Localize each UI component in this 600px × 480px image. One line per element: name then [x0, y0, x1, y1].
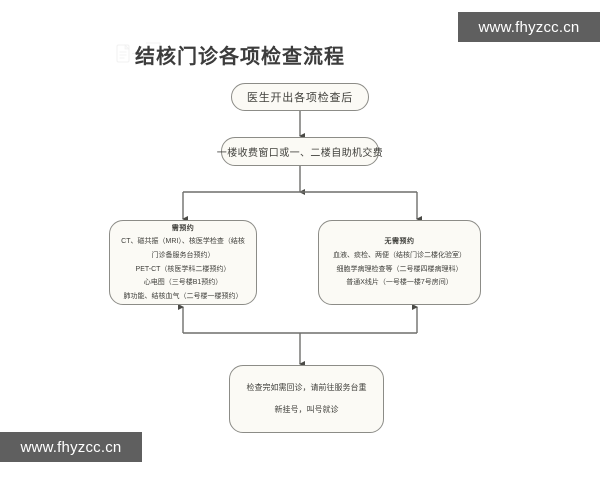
node-no-appointment-heading: 无需预约 — [384, 238, 415, 246]
node-doctor-line-1: 医生开出各项检查后 — [246, 92, 354, 104]
watermark-bottom: www.fhyzcc.cn — [0, 432, 142, 462]
watermark-top: www.fhyzcc.cn — [458, 12, 600, 42]
node-appointment-required: 需预约 CT、磁共振（MRI）、核医学检查（结核 门诊备服务台预约） PET-C… — [109, 220, 257, 305]
node-appointment-line-3: PET-CT（核医学科二楼预约） — [135, 265, 231, 273]
node-return-visit: 检查完如需回诊，请前往服务台重 新挂号，叫号就诊 — [229, 365, 384, 433]
node-return-line-2: 新挂号，叫号就诊 — [274, 405, 339, 414]
node-appointment-line-5: 肺功能、结核血气（二号楼一楼预约） — [123, 292, 243, 300]
node-payment: 一楼收费窗口或一、二楼自助机交费 — [217, 137, 383, 166]
node-appointment-line-2: 门诊备服务台预约） — [151, 251, 215, 259]
node-no-appointment-line-1: 血液、痰检、两便（结核门诊二楼化验室） — [333, 251, 466, 259]
node-no-appointment-line-3: 普通X线片（一号楼一楼7号房间） — [346, 279, 453, 287]
page-title: 结核门诊各项检查流程 — [135, 44, 345, 68]
node-appointment-line-4: 心电图（三号楼B1预约） — [143, 279, 223, 287]
node-appointment-line-1: CT、磁共振（MRI）、核医学检查（结核 — [121, 238, 245, 246]
document-icon — [116, 42, 161, 63]
node-payment-line-1: 一楼收费窗口或一、二楼自助机交费 — [216, 148, 384, 159]
node-no-appointment-line-2: 细胞学病理检查等（二号楼四楼病理科） — [336, 265, 463, 273]
node-no-appointment-needed: 无需预约 血液、痰检、两便（结核门诊二楼化验室） 细胞学病理检查等（二号楼四楼病… — [318, 220, 481, 305]
node-appointment-heading: 需预约 — [171, 224, 195, 232]
node-doctor: 医生开出各项检查后 — [231, 83, 369, 111]
node-return-line-1: 检查完如需回诊，请前往服务台重 — [246, 383, 367, 393]
